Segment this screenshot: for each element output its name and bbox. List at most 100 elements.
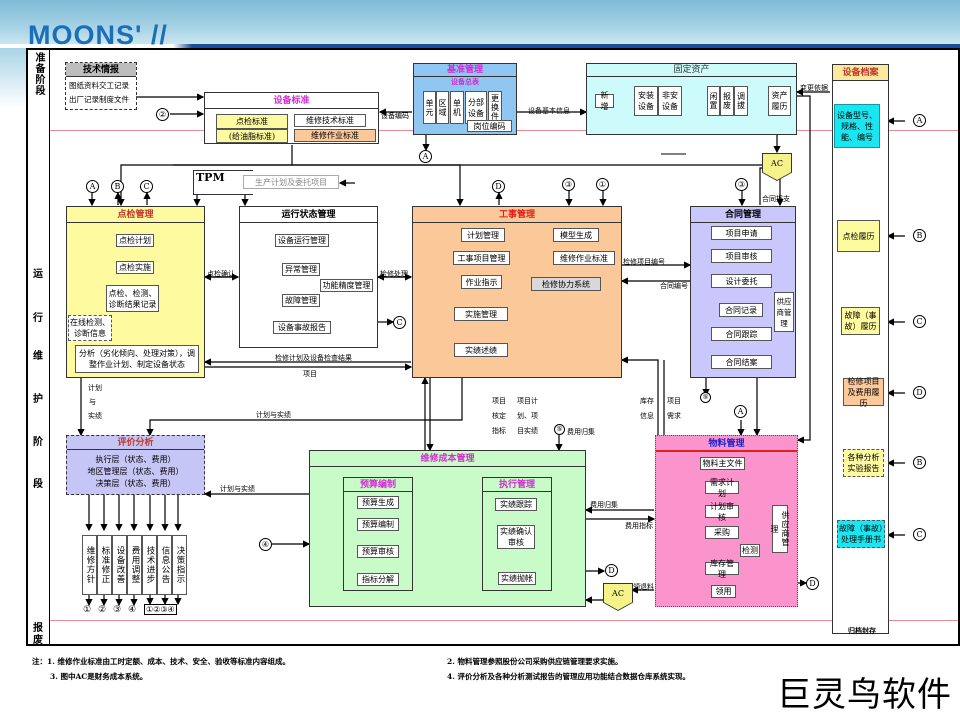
std-lubrication[interactable]: (给油脂标准) [216,129,288,143]
budget-breakdown[interactable]: 指标分解 [357,573,399,586]
equipment-archive-title: 设备档案 [833,65,888,81]
tpm-box[interactable]: TPM [193,170,253,195]
asset-scrapped[interactable]: 报废 [720,86,734,116]
equipment-standard-title: 设备标准 [205,93,378,109]
budget-compile[interactable]: 预算编制 [357,518,399,531]
std-inspection[interactable]: 点检标准 [216,114,288,129]
label-and: 与 [89,398,96,406]
tech-info-box[interactable]: 技术情报 图纸资料交工记录 出厂记录制度文件 [65,62,137,110]
contract-management-box[interactable]: 合同管理 项目申请 项目审核 设计委托 合同记录 合同跟踪 合同结案 供应商管理 [690,206,796,378]
stage-run-1: 运 [33,269,43,280]
label-plan-actual-1: 计划与实绩 [256,411,291,419]
archive-fault-history[interactable]: 故障（事故）履历 [841,307,880,335]
out-num-3: ③ [113,605,122,615]
work-management-box[interactable]: 工事管理 计划管理 工事项目管理 作业指示 实施管理 实绩述绩 模型生成 维修作… [412,206,622,378]
online-diagnosis[interactable]: 在线检测、诊断信息 [68,315,112,341]
label-item-plan-1: 项目计 [517,397,538,405]
asset-non-installed[interactable]: 非安设备 [658,86,682,116]
output-repair-policy[interactable]: 维修方针 [82,535,97,595]
repair-work-standard[interactable]: 维修作业标准 [553,251,615,265]
contract-supplier[interactable]: 供应商管理 [774,292,794,332]
std-repair-tech[interactable]: 维修技术标准 [294,114,366,127]
work-instruction[interactable]: 作业指示 [461,275,502,289]
circle-D-icon: D [913,386,926,399]
run-state-title: 运行状态管理 [240,207,377,223]
output-std-revise[interactable]: 标准修正 [97,535,112,595]
mat-purchase[interactable]: 采购 [705,526,739,539]
post-code[interactable]: 岗位编码 [467,120,512,132]
equipment-archive-box[interactable]: 设备档案 [832,64,889,634]
exec-track[interactable]: 实绩跟踪 [495,498,537,511]
contract-apply[interactable]: 项目申请 [711,226,772,240]
run-state-box[interactable]: 运行状态管理 设备运行管理 异常管理 功能精度管理 故障管理 设备事故报告 [239,206,378,348]
contract-review[interactable]: 项目审核 [711,249,772,263]
work-plan[interactable]: 计划管理 [461,228,505,242]
archive-spec[interactable]: 设备型号、规格、性能、编号 [834,104,880,148]
model-generation[interactable]: 模型生成 [553,228,599,242]
std-repair-work[interactable]: 维修作业标准 [294,129,376,142]
stage-column [26,48,50,646]
archive-inspection-history[interactable]: 点检履历 [837,220,880,252]
out-num-1: ① [83,605,92,615]
equipment-standard-box[interactable]: 设备标准 点检标准 (给油脂标准) 维修技术标准 维修作业标准 [204,92,379,144]
budget-review[interactable]: 预算审核 [357,545,399,558]
budget-box[interactable]: 预算编制 [343,477,413,591]
mat-plan-review[interactable]: 计划审核 [705,502,739,522]
asset-new[interactable]: 新增 [595,91,614,111]
output-info-notice[interactable]: 信息公告 [157,535,172,595]
col-machine[interactable]: 单机 [450,91,464,124]
mat-master-file[interactable]: 物料主文件 [700,457,745,470]
stage-run-4: 护 [33,394,43,405]
mat-issue[interactable]: 领用 [711,585,736,598]
output-decision[interactable]: 决策指示 [172,535,187,595]
label-plan-actual-2: 计划与实绩 [220,485,255,493]
fixed-assets-box[interactable]: 固定资产 新增 安装设备 非安设备 闲置 报废 调拔 资产履历 [586,63,797,135]
asset-history[interactable]: 资产履历 [768,86,791,116]
archive-analysis-reports[interactable]: 各种分析实验报告 [843,449,884,477]
evaluation-analysis-box[interactable]: 评价分析 执行层（状态、费用） 地区管理层（状态、费用） 决策层（状态、费用） [66,435,205,495]
archive-repair-cost-history[interactable]: 检修项目及费用履历 [843,377,884,408]
output-equip-improve[interactable]: 设备改善 [112,535,127,595]
work-performance[interactable]: 实绩述绩 [454,343,508,357]
asset-idle[interactable]: 闲置 [707,86,720,116]
mat-inspection[interactable]: 检测 [740,544,760,557]
work-implement[interactable]: 实施管理 [454,307,508,321]
run-precision[interactable]: 功能精度管理 [320,279,373,292]
contract-close[interactable]: 合同结案 [711,355,772,369]
insp-plan[interactable]: 点检计划 [116,234,154,247]
insp-analysis[interactable]: 分析（劣化倾向、处理对策），调整作业计划、制定设备状态 [75,345,199,373]
basic-management-box[interactable]: 基准管理 设备总表 单元 区域 单机 分部设备 更换件 岗位编码 [413,63,517,135]
contract-design[interactable]: 设计委托 [711,274,772,288]
exec-post[interactable]: 实绩抛帐 [498,572,536,585]
archive-fault-manual[interactable]: 故障（事故）处理手册书 [837,520,885,548]
mat-inventory[interactable]: 库存管理 [705,559,739,579]
run-accident-report[interactable]: 设备事故报告 [273,321,331,334]
label-item: 项目 [303,370,317,378]
col-area[interactable]: 区域 [436,91,449,124]
exec-confirm[interactable]: 实绩确认审核 [497,525,535,549]
mat-supplier[interactable]: 供应商管理 [770,505,790,553]
run-fault[interactable]: 故障管理 [282,294,320,307]
eval-region-level: 地区管理层（状态、费用） [87,467,184,476]
work-item-mgmt[interactable]: 工事项目管理 [453,251,510,265]
mat-demand-plan[interactable]: 需求计划 [705,478,739,498]
circle-B-icon: B [111,180,124,193]
inspection-management-box[interactable]: 点检管理 点检计划 点检实施 点检、检测、诊断结果记录 在线检测、诊断信息 分析… [66,206,205,378]
insp-record[interactable]: 点检、检测、诊断结果记录 [106,285,159,312]
contract-track[interactable]: 合同跟踪 [711,327,772,341]
run-ops-mgmt[interactable]: 设备运行管理 [275,234,329,247]
label-item-target-1: 项目 [492,397,506,405]
run-abnormal[interactable]: 异常管理 [282,263,320,276]
production-plan[interactable]: 生产计划及委托项目 [243,175,339,189]
circle-A-icon: A [86,180,99,193]
insp-execute[interactable]: 点检实施 [116,261,154,274]
budget-generate[interactable]: 预算生成 [357,496,399,509]
asset-transfer[interactable]: 调拔 [734,86,748,116]
col-unit[interactable]: 单元 [423,91,436,124]
contract-record[interactable]: 合同记录 [719,303,763,317]
repair-partner-system[interactable]: 检修协力系统 [531,277,601,291]
asset-installed[interactable]: 安装设备 [634,86,658,116]
col-sub-equipment[interactable]: 分部设备 [465,91,487,124]
output-tech-progress[interactable]: 技术进步 [142,535,157,595]
output-cost-adjust[interactable]: 费用调整 [127,535,142,595]
